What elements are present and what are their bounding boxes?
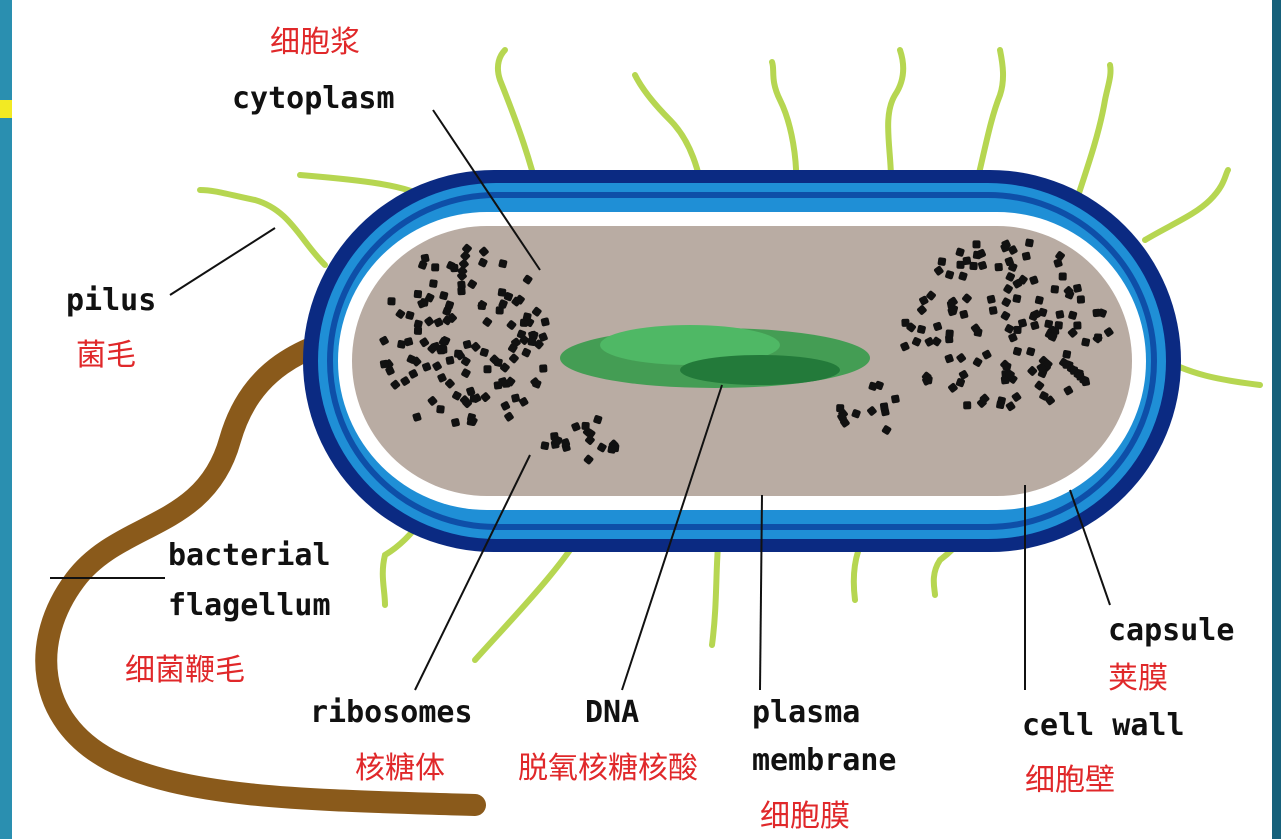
plasma-membrane-label-zh: 细胞膜 <box>760 799 850 834</box>
ribosome-dot <box>1077 295 1085 303</box>
cell-wall-label-en: cell wall <box>1022 708 1185 743</box>
ribosome-dot <box>439 345 447 353</box>
flagellum-label-en1: bacterial <box>168 538 331 573</box>
flagellum-label-zh: 细菌鞭毛 <box>125 653 245 688</box>
ribosome-dot <box>996 400 1005 409</box>
ribosome-dot <box>470 394 478 402</box>
ribosome-dot <box>1050 285 1059 294</box>
dna-label-en: DNA <box>585 695 639 730</box>
ribosome-dot <box>973 328 982 337</box>
cell-wall-label-zh: 细胞壁 <box>1025 763 1115 798</box>
ribosome-dot <box>880 402 889 411</box>
ribosome-dot <box>1081 377 1090 386</box>
ribosome-dot <box>450 264 458 272</box>
ribosome-dot <box>973 240 981 248</box>
ribosome-dot <box>414 290 423 299</box>
cytoplasm-label-zh: 细胞浆 <box>270 25 360 60</box>
ribosome-dot <box>836 404 844 412</box>
ribosome-dot <box>937 257 946 266</box>
dna-label-zh: 脱氧核糖核酸 <box>518 751 698 786</box>
ribosome-dot <box>1073 321 1081 329</box>
plasma-membrane-label-en1: plasma <box>752 695 860 730</box>
diagram-panel: 细胞浆 cytoplasm pilus 菌毛 bacterial flagell… <box>12 0 1272 839</box>
ribosome-dot <box>1062 350 1071 359</box>
ribosome-dot <box>962 256 971 265</box>
ribosome-dot <box>540 441 549 450</box>
ribosome-dot <box>945 329 954 338</box>
ribosome-dot <box>963 401 971 409</box>
ribosome-dot <box>1012 294 1021 303</box>
ribosome-dot <box>493 381 502 390</box>
ribosome-dot <box>497 288 506 297</box>
ribosome-dot <box>429 279 438 288</box>
flagellum-label-en2: flagellum <box>168 588 331 623</box>
ribosome-dot <box>1055 310 1064 319</box>
ribosome-dot <box>891 394 900 403</box>
ribosome-dot <box>539 364 547 372</box>
ribosome-dot <box>457 281 466 290</box>
ribosome-dot <box>994 263 1003 272</box>
ribosome-dot <box>527 337 536 346</box>
ribosome-dot <box>581 422 589 430</box>
ribosome-dot <box>387 297 395 305</box>
ribosome-dot <box>454 349 463 358</box>
pilus-label-en: pilus <box>66 283 156 318</box>
ribosomes-label-en: ribosomes <box>310 695 473 730</box>
ribosome-dot <box>431 263 439 271</box>
ribosome-dot <box>901 319 909 327</box>
capsule-label-zh: 荚膜 <box>1108 661 1168 696</box>
ribosomes-label-zh: 核糖体 <box>355 751 445 786</box>
ribosome-dot <box>414 327 422 335</box>
plasma-membrane-label-en2: membrane <box>752 743 897 778</box>
ribosome-dot <box>1044 319 1053 328</box>
ribosome-dot <box>607 445 616 454</box>
ribosome-dot <box>1094 333 1102 341</box>
ribosome-dot <box>380 359 389 368</box>
ribosome-dot <box>420 254 429 263</box>
pilus-label-zh: 菌毛 <box>76 338 136 373</box>
ribosome-dot <box>989 306 998 315</box>
cytoplasm-label-en: cytoplasm <box>232 81 395 116</box>
ribosome-dot <box>445 356 454 365</box>
ribosome-dot <box>484 365 492 373</box>
capsule-label-en: capsule <box>1108 613 1234 648</box>
ribosome-dot <box>1025 238 1034 247</box>
ribosome-dot <box>436 405 445 414</box>
ribosome-dot <box>1059 272 1067 280</box>
